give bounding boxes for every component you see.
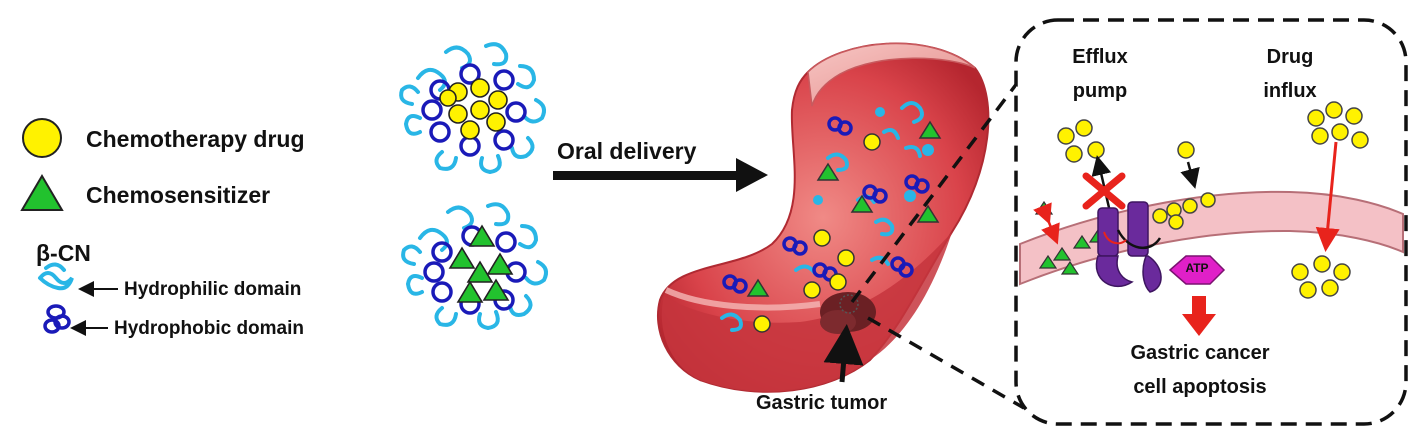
efflux-label-line1: Efflux [1072, 46, 1128, 68]
atp-label: ATP [1185, 261, 1209, 275]
hydrophilic-label: Hydrophilic domain [124, 279, 302, 300]
apoptosis-arrow [1182, 296, 1216, 336]
efflux-arrow [1091, 155, 1112, 213]
efflux-blocked-x [1082, 172, 1126, 210]
drug-legend-label: Chemotherapy drug [86, 126, 305, 152]
hydrophobic-label: Hydrophobic domain [114, 318, 304, 339]
legend [20, 118, 118, 336]
gastric-tumor-label: Gastric tumor [756, 392, 888, 414]
tumor-pointer-arrow [823, 324, 864, 383]
sensitizer-loaded-micelle [401, 202, 548, 331]
hydrophilic-domain-icon [38, 262, 74, 291]
stomach-illustration [656, 42, 990, 393]
apoptosis-label-line1: Gastric cancer [1130, 342, 1270, 364]
sensitizer-double-arrow [1033, 202, 1060, 245]
influx-label-line1: Drug [1266, 46, 1314, 68]
sensitizer-legend-label: Chemosensitizer [86, 182, 271, 208]
atp-hexagon [1168, 255, 1226, 285]
efflux-label-line2: pump [1072, 80, 1128, 102]
bcn-label: β-CN [36, 240, 91, 266]
zoom-line-bottom [867, 316, 1025, 410]
oral-delivery-label: Oral delivery [557, 138, 697, 164]
influx-label-line2: influx [1263, 80, 1317, 102]
oral-delivery-arrow [553, 158, 768, 192]
hydrophobic-domain-icon [43, 304, 71, 334]
drug-entry-arrow [1180, 161, 1200, 189]
cell-inset [1014, 18, 1408, 426]
sensitizer-legend-icon [20, 174, 64, 211]
drug-influx-arrow [1315, 141, 1340, 252]
drug-legend-icon [22, 118, 62, 158]
drug-loaded-micelle [399, 42, 546, 175]
apoptosis-label-line2: cell apoptosis [1133, 376, 1267, 398]
